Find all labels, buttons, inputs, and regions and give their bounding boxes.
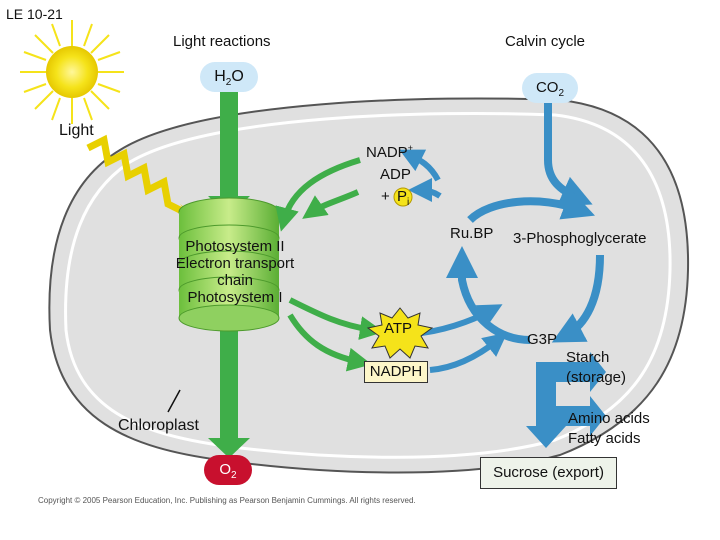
nadph-label: NADPH [364,361,428,383]
amino-arrow [556,396,606,436]
o2-down-arrowhead [208,438,250,458]
o2-label: O2 [204,455,252,485]
light-ray-icon [86,134,190,218]
plus-sign: + [381,188,390,205]
fatty-acids-label: Fatty acids [568,430,641,447]
chloroplast-label: Chloroplast [118,417,199,434]
photosystem-label: Photosystem II Electron transport chain … [150,238,320,306]
photosystem-line: Photosystem II [185,238,285,255]
adp-return-arrow [408,178,442,203]
light-reactions-heading: Light reactions [173,33,271,50]
photosystem-line: chain [217,272,253,289]
copyright-text: Copyright © 2005 Pearson Education, Inc.… [38,496,416,505]
pga-label: 3-Phosphoglycerate [513,230,647,247]
slide-label: LE 10-21 [6,6,63,22]
photosystem-line: Electron transport [175,255,295,272]
pi-label: Pi [397,188,410,208]
atp-arrow [288,297,384,341]
adp-arrow [302,189,360,219]
nadph-arrow [287,313,372,372]
sun-icon [20,20,124,124]
sucrose-label: Sucrose (export) [480,457,617,489]
atp-burst [366,307,434,359]
sucrose-down-arrowhead [526,426,566,448]
nadp-label: NADP+ [366,143,413,161]
pi-circle [393,187,413,207]
rubp-to-pga-arrow [467,189,595,224]
nadp-arrow [275,157,361,232]
h2o-label: H2O [200,62,258,92]
chloroplast-shape [48,97,690,474]
rubp-label: Ru.BP [450,225,494,242]
starch-note: (storage) [566,369,627,386]
thylakoid-stack [178,197,280,332]
chloroplast-pointer [167,389,181,413]
atp-label: ATP [384,320,413,337]
nadp-return-arrow [399,149,441,182]
adp-label: ADP [380,166,411,183]
starch-arrow [556,352,606,392]
co2-label: CO2 [522,73,578,103]
pga-to-g3p-arrow [551,254,604,343]
starch-label: Starch [566,349,610,366]
light-label: Light [59,122,94,139]
calvin-cycle-heading: Calvin cycle [505,33,586,50]
amino-acids-label: Amino acids [568,410,650,427]
nadph-to-calvin-arrow [429,332,508,373]
g3p-label: G3P [527,331,558,348]
photosystem-line: Photosystem I [187,289,283,306]
